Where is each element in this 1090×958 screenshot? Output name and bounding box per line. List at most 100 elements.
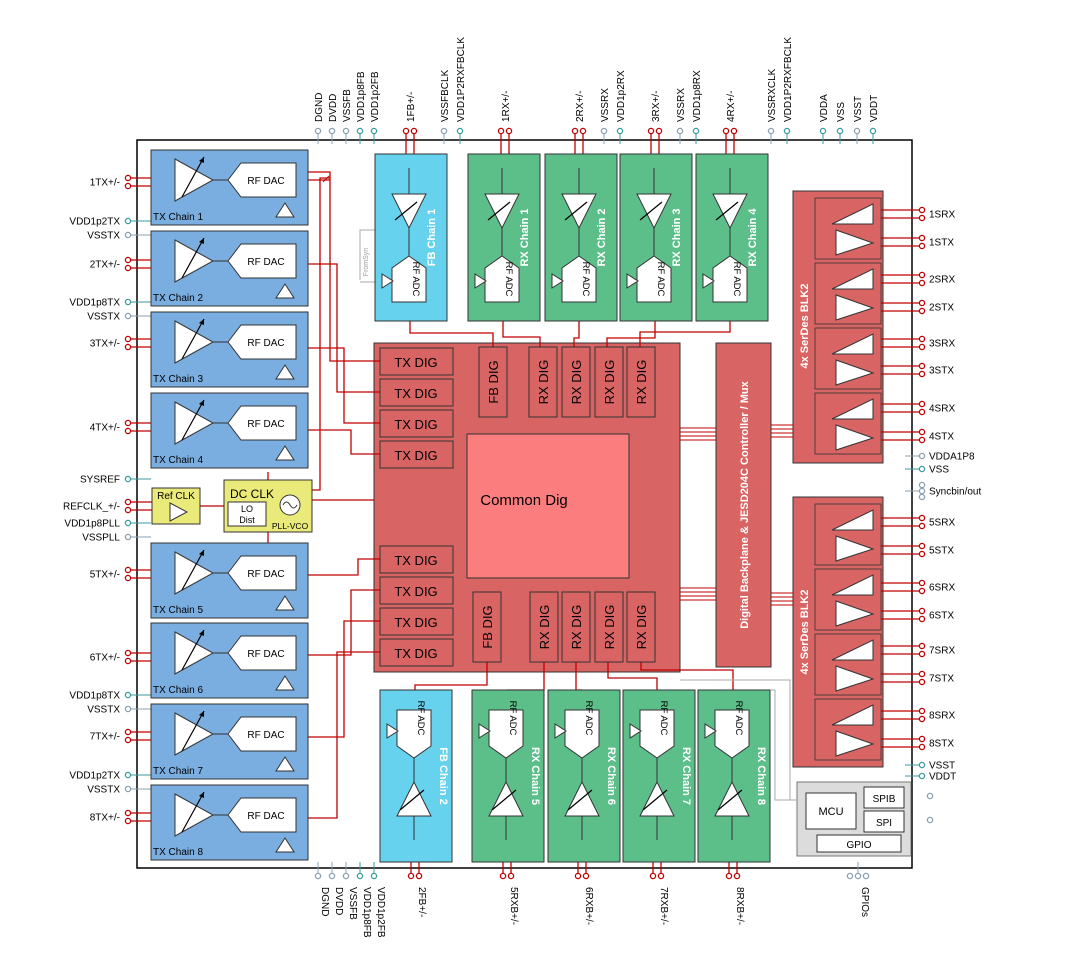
pin bbox=[918, 772, 926, 780]
pin bbox=[574, 872, 582, 880]
top-pin-label: VDD1P2RXFBCLK bbox=[783, 37, 794, 122]
left-pin-label: REFCLK_+/- bbox=[63, 502, 120, 513]
pin bbox=[918, 522, 926, 530]
pin bbox=[862, 872, 870, 880]
serdes-tx-icon bbox=[835, 535, 875, 562]
tx-dig-block bbox=[379, 638, 454, 667]
pin bbox=[314, 872, 322, 880]
rf-dac-label: RF DAC bbox=[247, 811, 284, 822]
rf-dac-shape bbox=[227, 405, 297, 441]
pin bbox=[918, 362, 926, 370]
rx-dig-block-label: RX DIG bbox=[634, 360, 649, 405]
amplifier-icon bbox=[174, 239, 215, 283]
pin bbox=[124, 809, 132, 817]
pin bbox=[836, 127, 844, 135]
top-pin-label: 1FB+/- bbox=[406, 92, 417, 122]
top-pin-label: VSS bbox=[836, 102, 847, 122]
pin bbox=[783, 127, 791, 135]
pin bbox=[410, 127, 418, 135]
serdes-tx-icon bbox=[835, 600, 875, 627]
rf-dac-label: RF DAC bbox=[247, 419, 284, 430]
amplifier-icon bbox=[174, 551, 215, 595]
rf-adc-shape bbox=[391, 255, 427, 303]
left-pin-label: VDD1p8TX bbox=[69, 691, 120, 702]
left-pin-label: VSSTX bbox=[87, 312, 120, 323]
filter-icon bbox=[275, 202, 295, 218]
chip-outline bbox=[136, 139, 913, 869]
right-pin-label: 5STX bbox=[929, 546, 954, 557]
chain-label: RX Chain 3 bbox=[671, 208, 683, 266]
tx-dig-block bbox=[379, 607, 454, 636]
serdes-rx-icon bbox=[831, 574, 874, 596]
serdes-tx-icon bbox=[835, 294, 875, 321]
pin bbox=[124, 566, 132, 574]
right-pin-label: Syncbin/out bbox=[929, 487, 981, 498]
serdes-rx-icon bbox=[831, 268, 874, 290]
pin bbox=[407, 872, 415, 880]
tx-dig-block bbox=[379, 409, 454, 438]
left-pin-label: 6TX+/- bbox=[90, 653, 120, 664]
right-pin-label: VDDT bbox=[929, 772, 956, 783]
pin bbox=[918, 550, 926, 558]
tx-chain-label: TX Chain 2 bbox=[153, 293, 203, 304]
pin bbox=[124, 574, 132, 582]
filter-icon bbox=[275, 675, 295, 691]
serdes-rx-icon bbox=[831, 398, 874, 420]
arrow-head-icon bbox=[199, 319, 204, 325]
pin bbox=[124, 343, 132, 351]
pin bbox=[725, 872, 733, 880]
rf-dac-label: RF DAC bbox=[247, 257, 284, 268]
pin bbox=[918, 206, 926, 214]
rf-dac-shape bbox=[227, 635, 297, 671]
arrow-head-icon bbox=[199, 157, 204, 163]
pin bbox=[342, 127, 350, 135]
rf-adc-shape bbox=[488, 709, 524, 759]
pin bbox=[124, 475, 132, 483]
gain-arrow-icon bbox=[181, 549, 205, 591]
pin bbox=[124, 649, 132, 657]
left-pin-label: 8TX+/- bbox=[90, 813, 120, 824]
bottom-pin-label: VDD1p8FB bbox=[361, 887, 372, 938]
bottom-pin-label: 2FB+/- bbox=[416, 887, 427, 917]
serdes-rx-icon bbox=[831, 704, 874, 726]
pin bbox=[767, 127, 775, 135]
left-pin-label: SYSREF bbox=[80, 475, 120, 486]
right-pin-label: 4SRX bbox=[929, 404, 955, 415]
top-pin-label: VDD1p2FB bbox=[370, 71, 381, 122]
pin bbox=[692, 127, 700, 135]
bottom-pin-label: 7RXB+/- bbox=[658, 887, 669, 925]
serdes-label: 4x SerDes BLK2 bbox=[799, 284, 811, 369]
amplifier-icon bbox=[174, 158, 215, 202]
rf-adc-shape bbox=[396, 709, 432, 759]
tx-dig-label: TX DIG bbox=[394, 553, 437, 568]
tx-chain-label: TX Chain 1 bbox=[153, 212, 203, 223]
rx-dig-block-label: RX DIG bbox=[569, 360, 584, 405]
pin bbox=[918, 343, 926, 351]
pin bbox=[328, 127, 336, 135]
right-pin-label: 8STX bbox=[929, 739, 954, 750]
pin bbox=[846, 872, 854, 880]
tx-dig-label: TX DIG bbox=[394, 646, 437, 661]
pin bbox=[854, 872, 862, 880]
gain-arrow-icon bbox=[715, 201, 739, 221]
left-pin-label: VDD1p2TX bbox=[69, 217, 120, 228]
arrow-head-icon bbox=[199, 550, 204, 556]
filter-icon bbox=[551, 273, 564, 289]
pin bbox=[124, 256, 132, 264]
bottom-pin-label: 6RXB+/- bbox=[583, 887, 594, 925]
pin bbox=[124, 217, 132, 225]
pin bbox=[657, 872, 665, 880]
pin bbox=[918, 642, 926, 650]
pin bbox=[918, 743, 926, 751]
arrow-head-icon bbox=[199, 711, 204, 717]
pin bbox=[507, 872, 515, 880]
gain-arrow-icon bbox=[394, 201, 418, 221]
pin bbox=[918, 299, 926, 307]
